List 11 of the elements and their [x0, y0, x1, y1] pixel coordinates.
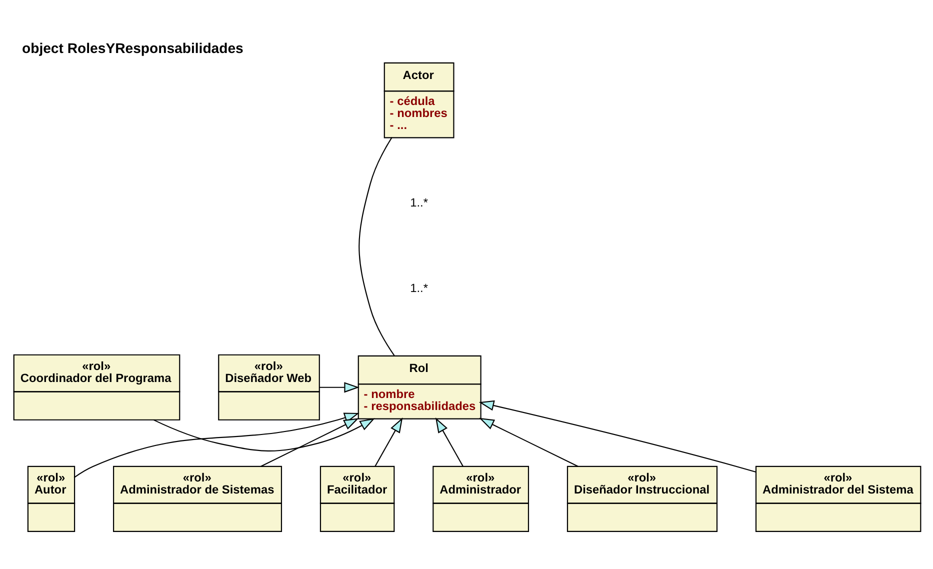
arrow: [318, 382, 359, 392]
arrow: [374, 416, 402, 466]
arrow: [434, 416, 463, 466]
label: 1..*: [410, 194, 428, 209]
arrow: [478, 417, 578, 466]
arrow: [478, 400, 756, 472]
arrow: [152, 418, 374, 451]
connector: [358, 136, 394, 356]
arrow: [260, 418, 358, 466]
diagram-title: object RolesYResponsabilidades: [22, 40, 243, 56]
label: 1..*: [410, 280, 428, 294]
